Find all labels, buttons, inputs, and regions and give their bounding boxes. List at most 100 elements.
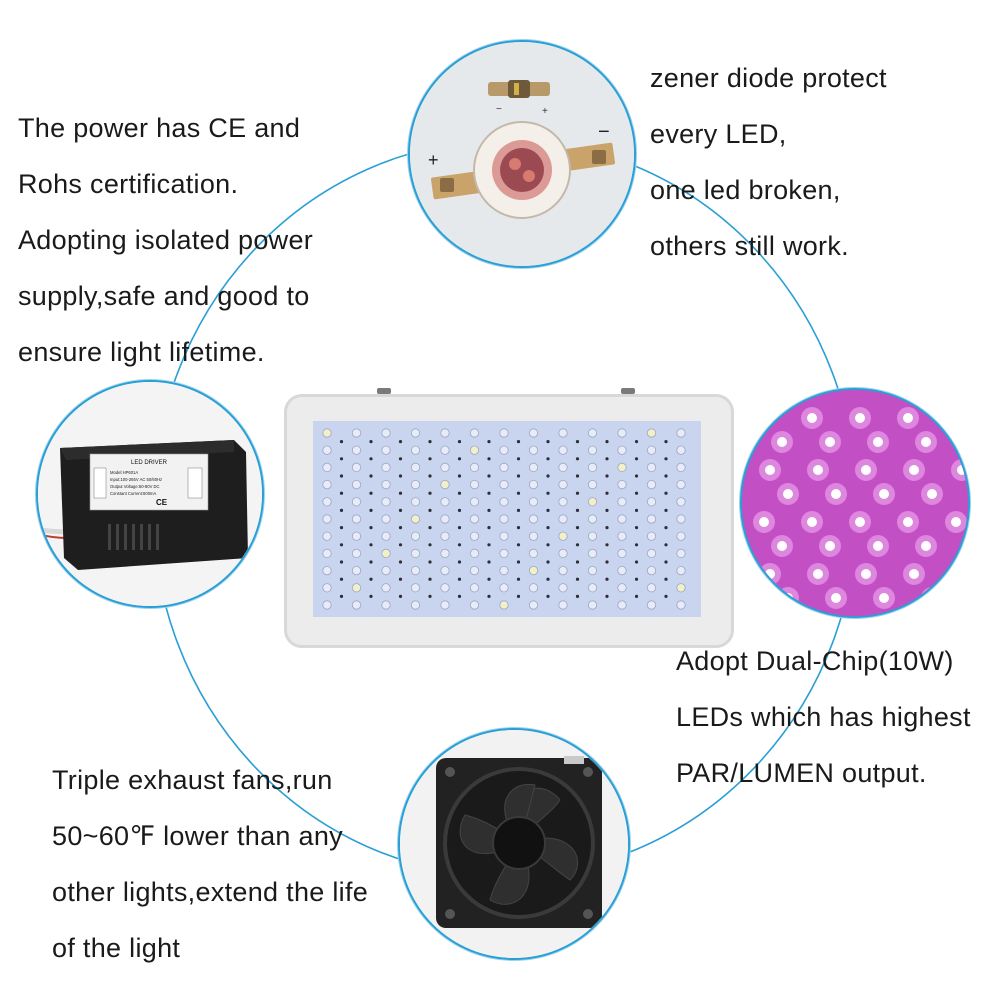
led-dot bbox=[351, 514, 362, 524]
screw-dot bbox=[398, 440, 403, 444]
led-dot bbox=[440, 514, 450, 524]
led-core bbox=[807, 517, 817, 527]
led-dot bbox=[528, 479, 539, 490]
screw-dot bbox=[398, 491, 403, 495]
minus-label: − bbox=[598, 121, 610, 143]
led-dot bbox=[676, 531, 686, 541]
screw-dot bbox=[664, 491, 668, 495]
screw-dot bbox=[634, 508, 639, 512]
led-core bbox=[903, 413, 913, 423]
led-dot bbox=[499, 497, 509, 507]
led-dot bbox=[499, 479, 509, 490]
driver-label-line: Model:HP601A bbox=[110, 470, 138, 475]
led-dot bbox=[646, 566, 657, 576]
led-core bbox=[861, 569, 871, 579]
led-dot bbox=[646, 445, 657, 455]
led-dot bbox=[469, 462, 480, 473]
chip-line: Adopt Dual-Chip(10W) bbox=[676, 646, 954, 676]
screw-dot bbox=[398, 526, 403, 530]
led-dot bbox=[617, 462, 627, 473]
led-dot bbox=[322, 462, 332, 473]
screw-dot bbox=[605, 491, 609, 495]
screw-dot bbox=[428, 440, 432, 444]
driver-label-line: Input:100-265V AC 50/60Hz bbox=[110, 477, 162, 482]
screw-dot bbox=[398, 594, 403, 598]
led-dot bbox=[410, 566, 421, 576]
led-dot bbox=[558, 462, 568, 473]
led-dot bbox=[646, 514, 657, 524]
screw-dot bbox=[575, 560, 580, 564]
fans-line: Triple exhaust fans,run bbox=[52, 765, 333, 795]
led-core bbox=[921, 541, 931, 551]
screw-dot bbox=[457, 508, 462, 512]
led-dot bbox=[469, 531, 480, 541]
small-minus-label: − bbox=[496, 104, 502, 115]
led-dot bbox=[469, 548, 480, 558]
driver-label-line: Output Voltage:60-80V DC bbox=[110, 484, 160, 489]
screw-dot bbox=[546, 526, 550, 530]
led-dot bbox=[646, 479, 657, 490]
driver-box-illustration: LED DRIVER Model:HP601A Input:100-265V A… bbox=[38, 382, 262, 606]
screw-dot bbox=[339, 526, 344, 530]
screw-dot bbox=[546, 560, 550, 564]
fans-line: 50~60℉ lower than any bbox=[52, 821, 343, 851]
screw-dot bbox=[487, 594, 491, 598]
screw-dot bbox=[487, 457, 491, 461]
screw-dot bbox=[546, 543, 550, 547]
led-dot bbox=[558, 514, 568, 524]
zener-line: zener diode protect bbox=[650, 63, 887, 93]
led-dot bbox=[558, 548, 568, 558]
screw-dot bbox=[634, 526, 639, 530]
led-dot bbox=[381, 497, 391, 507]
led-dot bbox=[587, 548, 598, 558]
led-core bbox=[921, 437, 931, 447]
fans-callout: Triple exhaust fans,run 50~60℉ lower tha… bbox=[52, 752, 368, 976]
led-dot bbox=[558, 566, 568, 576]
zener-diode-photo: + − + − bbox=[408, 40, 636, 268]
led-dot bbox=[676, 583, 686, 593]
led-dot bbox=[410, 548, 421, 558]
screw-dot bbox=[487, 491, 491, 495]
exhaust-fan-photo bbox=[398, 728, 630, 960]
screw-dot bbox=[575, 474, 580, 478]
screw-dot bbox=[428, 560, 432, 564]
led-dot bbox=[499, 514, 509, 524]
led-dot bbox=[646, 548, 657, 558]
led-dot bbox=[587, 497, 598, 507]
screw-dot bbox=[428, 474, 432, 478]
screw-dot bbox=[575, 457, 580, 461]
screw-dot bbox=[605, 560, 609, 564]
led-dot bbox=[351, 445, 362, 455]
led-dot bbox=[440, 566, 450, 576]
led-dot bbox=[322, 600, 332, 610]
led-dot bbox=[440, 531, 450, 541]
led-dot bbox=[646, 531, 657, 541]
screw-dot bbox=[575, 526, 580, 530]
screw-dot bbox=[546, 457, 550, 461]
led-core bbox=[783, 489, 793, 499]
led-dot bbox=[440, 548, 450, 558]
screw-dot bbox=[605, 474, 609, 478]
screw-dot bbox=[516, 508, 521, 512]
led-dot bbox=[469, 428, 480, 438]
led-core bbox=[951, 517, 961, 527]
screw-dot bbox=[516, 560, 521, 564]
screw-dot bbox=[398, 457, 403, 461]
screw-dot bbox=[428, 508, 432, 512]
screw-dot bbox=[457, 474, 462, 478]
screw-dot bbox=[634, 491, 639, 495]
led-dot bbox=[528, 428, 539, 438]
led-dot bbox=[617, 514, 627, 524]
led-dot bbox=[381, 462, 391, 473]
screw-dot bbox=[369, 526, 373, 530]
screw-dot bbox=[369, 440, 373, 444]
led-dot bbox=[558, 583, 568, 593]
led-dot bbox=[381, 514, 391, 524]
screw-dot bbox=[575, 543, 580, 547]
led-dot bbox=[440, 445, 450, 455]
led-core bbox=[909, 465, 919, 475]
led-dot bbox=[322, 514, 332, 524]
led-dot bbox=[676, 566, 686, 576]
led-dot bbox=[676, 428, 686, 438]
screw-dot bbox=[664, 474, 668, 478]
